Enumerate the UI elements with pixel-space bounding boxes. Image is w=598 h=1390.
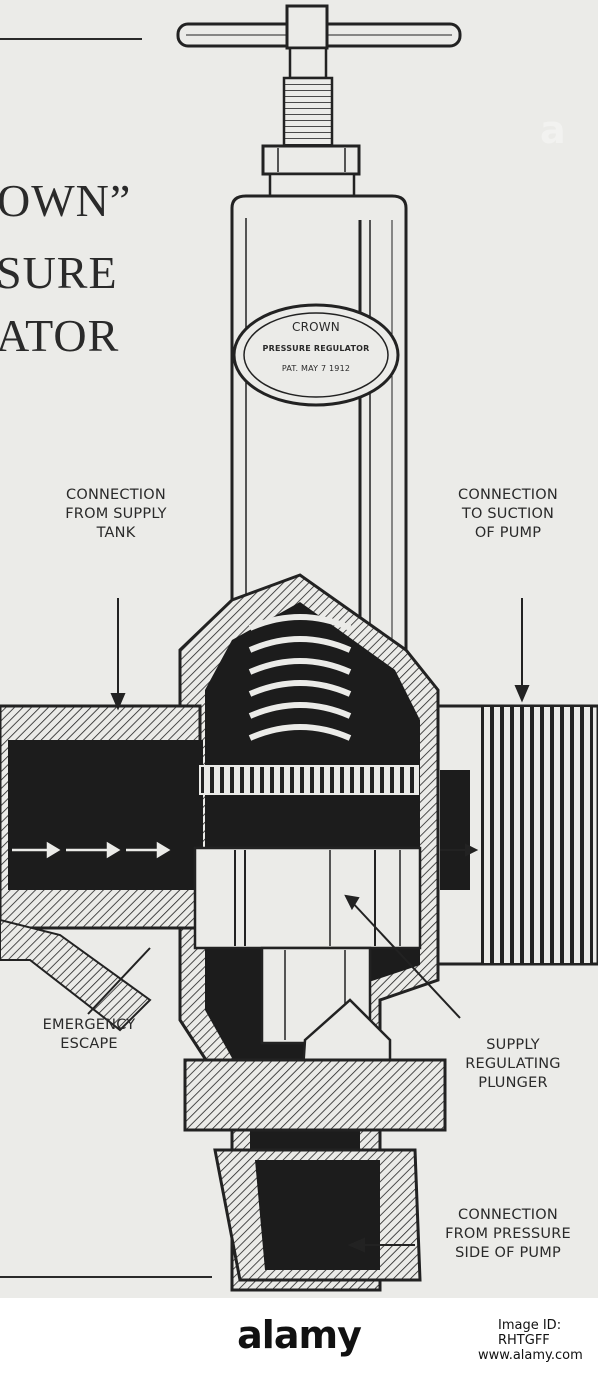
stock-footer — [0, 1298, 598, 1390]
title-line-3: ATOR — [0, 310, 120, 361]
leader-lines — [87, 598, 530, 1253]
image-id: Image ID: RHTGFF — [498, 1318, 562, 1348]
bottom-rule — [0, 1276, 212, 1278]
title-line-2: SURE — [0, 247, 118, 298]
nameplate-patent: PAT. MAY 7 1912 — [281, 364, 351, 373]
t-handle — [176, 4, 462, 198]
label-suction-pump: CONNECTION TO SUCTION OF PUMP — [458, 487, 558, 541]
label-emergency-escape: EMERGENCY ESCAPE — [42, 1017, 136, 1052]
nameplate-brand: CROWN — [291, 320, 340, 334]
nameplate-product: PRESSURE REGULATOR — [262, 344, 370, 353]
valve-body-section — [0, 573, 598, 1292]
watermark-fragment: a — [540, 108, 566, 152]
site-url: www.alamy.com — [478, 1348, 583, 1363]
alamy-logo: alamy — [237, 1313, 362, 1357]
top-rule — [0, 38, 142, 40]
regulator-drawing — [0, 4, 598, 1292]
label-pressure-side: CONNECTION FROM PRESSURE SIDE OF PUMP — [445, 1207, 571, 1261]
label-supply-plunger: SUPPLY REGULATING PLUNGER — [465, 1037, 561, 1091]
title-line-1: OWN” — [0, 175, 132, 226]
cylinder-body — [230, 194, 408, 688]
label-supply-tank: CONNECTION FROM SUPPLY TANK — [65, 487, 167, 541]
scanned-page: OWN” SURE ATOR — [0, 0, 598, 1298]
